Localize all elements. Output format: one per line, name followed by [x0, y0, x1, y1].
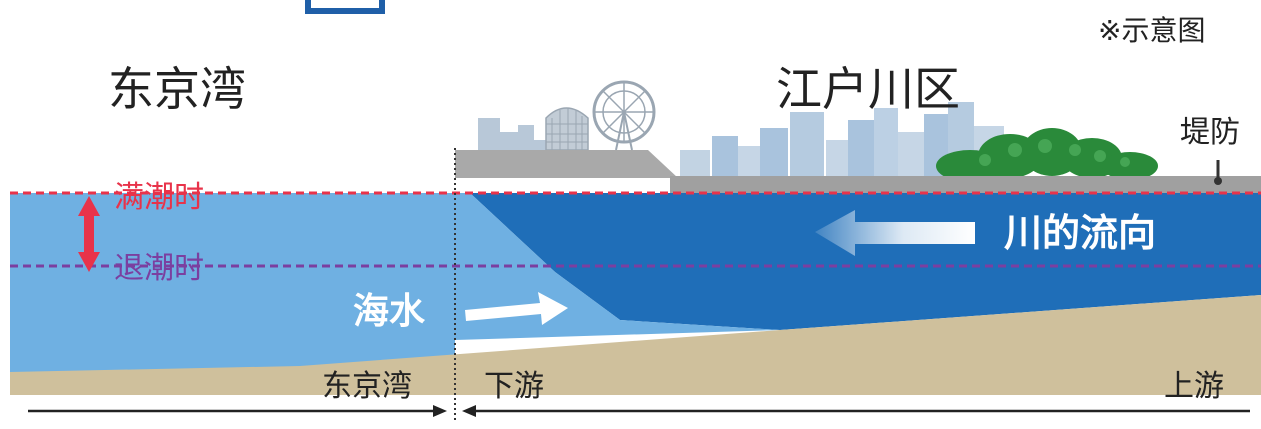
river-flow-arrow — [815, 210, 975, 256]
left-region-label: 东京湾 — [108, 62, 246, 116]
bottom-left-arrow — [28, 405, 447, 417]
tide-range-arrow — [78, 196, 100, 272]
dome-building — [545, 107, 589, 151]
seawater-arrow — [465, 292, 568, 325]
left-bank — [455, 150, 678, 178]
high-tide-label: 满潮时 — [114, 180, 204, 215]
bottom-right-arrow — [462, 405, 1250, 417]
ferris-wheel-icon — [592, 80, 656, 151]
left-buildings — [478, 118, 546, 150]
seawater-label: 海水 — [353, 291, 426, 332]
levee-label: 堤防 — [1180, 115, 1240, 150]
sea-water-wedge — [455, 193, 780, 340]
upstream-label: 上游 — [1164, 369, 1224, 404]
note-label: ※示意图 — [1098, 14, 1206, 47]
low-tide-label: 退潮时 — [114, 251, 204, 286]
river-flow-label: 川的流向 — [1004, 211, 1157, 255]
sea-water — [10, 193, 455, 380]
bottom-left-label: 东京湾 — [322, 369, 412, 404]
right-region-label: 江户川区 — [776, 62, 960, 116]
riverbed — [10, 295, 1261, 395]
downstream-label: 下游 — [484, 369, 544, 404]
river-water — [470, 193, 1261, 330]
levee — [670, 176, 1261, 194]
